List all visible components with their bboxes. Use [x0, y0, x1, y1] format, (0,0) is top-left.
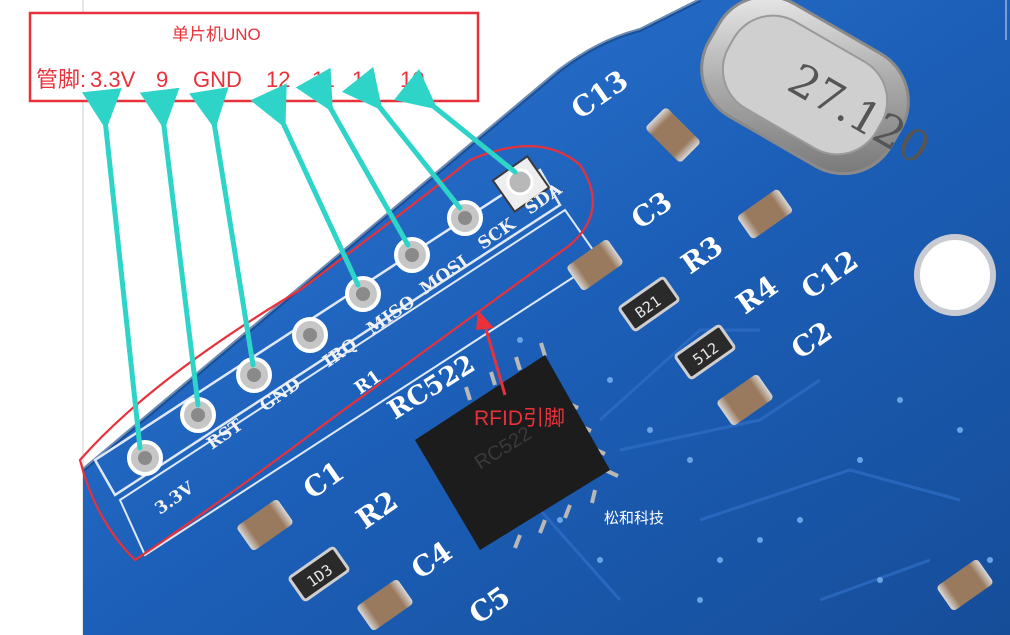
pin-pads	[127, 154, 551, 476]
annotation-pin-13: 13	[352, 67, 376, 92]
watermark: 松和科技	[604, 509, 664, 527]
arrow-12	[250, 83, 361, 288]
annotation-pin-gnd: GND	[193, 67, 242, 92]
arrow-gnd	[189, 87, 256, 368]
pcb-board	[83, 0, 1010, 635]
arrow-11	[295, 67, 411, 248]
callout-label: RFID引脚	[474, 407, 565, 430]
arrow-13	[341, 66, 463, 211]
annotation-pin-12: 12	[266, 67, 290, 92]
crystal-oscillator: 27.120	[700, 0, 938, 175]
annotation-pin-3v3: 3.3V	[90, 67, 136, 92]
mounting-hole	[914, 234, 996, 316]
arrow-10	[393, 68, 518, 175]
rc522-chip: RC522	[415, 342, 619, 550]
annotation-box: 单片机UNO 管脚: 3.3V 9 GND 12 11 13 10	[28, 11, 480, 103]
annotation-pin-10: 10	[400, 67, 424, 92]
rfid-callout: RFID引脚	[474, 310, 565, 430]
smd-capacitors	[237, 108, 993, 631]
annotation-title: 单片机UNO	[172, 25, 261, 44]
annotation-pin-11: 11	[312, 67, 335, 92]
arrow-3v3	[81, 87, 143, 451]
arrow-9	[139, 87, 201, 408]
header-highlight-outline	[78, 145, 594, 562]
annotation-pin-9: 9	[156, 67, 168, 92]
annotation-prefix: 管脚:	[36, 67, 86, 92]
